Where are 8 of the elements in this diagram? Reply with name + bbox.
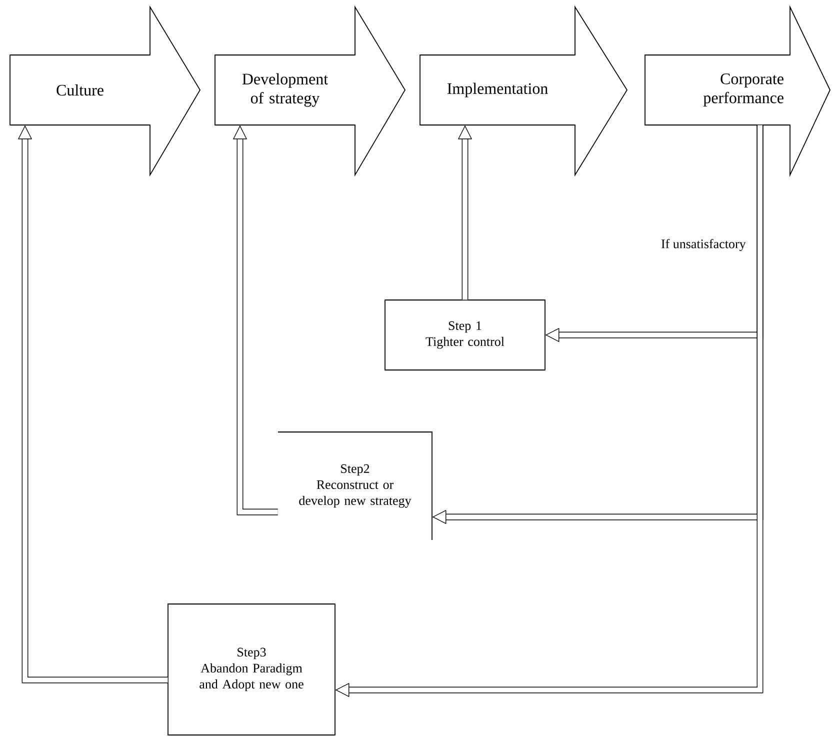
- step-box: Step 1 Tighter control: [384, 300, 546, 370]
- stage-box: Development of strategy: [214, 5, 406, 177]
- step-box: Step3 Abandon Paradigm and Adopt new one: [168, 604, 336, 736]
- stage-box: Culture: [10, 5, 201, 177]
- stage-box: Corporate performance: [644, 5, 830, 177]
- step-box: Step2 Reconstruct or develop new strategy: [278, 432, 432, 540]
- stage-box: Implementation: [420, 5, 628, 177]
- edge-label: If unsatisfactory: [658, 237, 748, 253]
